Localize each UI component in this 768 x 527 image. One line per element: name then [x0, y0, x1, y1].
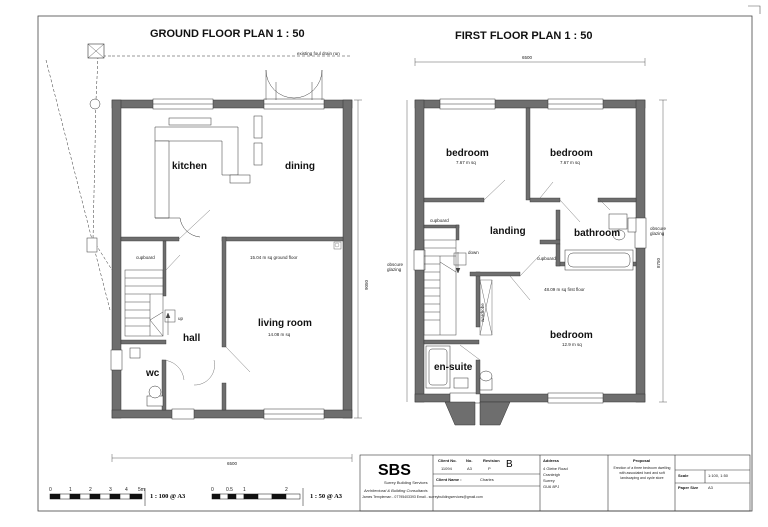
living-socket: [333, 241, 342, 250]
address-line-4: GU6 8PJ: [543, 484, 560, 489]
scale-label: Scale: [678, 473, 689, 478]
client-no-value: 11094: [441, 466, 452, 471]
ground-floor-windows: [110, 98, 325, 420]
company-logo: SBS: [378, 462, 411, 479]
wardrobe-unit: [479, 279, 493, 336]
no-value: A3: [467, 466, 472, 471]
scale-left-tick-4: 4: [125, 487, 128, 493]
room-label-bedroom-1: bedroom: [446, 148, 489, 159]
label-cupboard-mid: cupboard: [537, 256, 556, 261]
scale-left-tick-3: 3: [109, 487, 112, 493]
room-label-bedroom-3: bedroom: [550, 330, 593, 341]
label-cupboard-ground: cupboard: [136, 255, 155, 260]
proposal-label: Proposal: [633, 458, 651, 463]
paper-size-value: A3: [708, 485, 713, 490]
room-label-bathroom: bathroom: [574, 228, 621, 239]
scale-left-tick-2: 2: [89, 487, 92, 493]
bathroom-fittings: [564, 213, 637, 271]
ensuite-fittings: [425, 345, 493, 391]
ground-internal-walls: [120, 236, 344, 411]
company-subtitle: Architectural & Building Consultants: [364, 488, 428, 493]
address-line-2: Cranleigh: [543, 472, 561, 477]
corner-mark: [748, 5, 761, 14]
drain-run: [45, 55, 352, 311]
room-label-hall: hall: [183, 333, 201, 344]
patio-doors: [265, 69, 323, 100]
scalebar-right: [211, 488, 304, 506]
paper-size-label: Paper Size: [678, 485, 699, 490]
first-floor-area: 48.09 m sq first floor: [544, 287, 585, 292]
revision-label: Revision: [483, 458, 500, 463]
address-line-1: 4 Glebe Road: [543, 466, 568, 471]
first-stairs: [423, 239, 467, 336]
manhole-2: [86, 237, 98, 253]
label-wardrobe: wardrobe: [480, 303, 485, 322]
ground-dim-height: 9050: [364, 279, 369, 290]
first-floor-title: FIRST FLOOR PLAN 1 : 50: [455, 30, 593, 42]
ground-floor-area: 15.04 m sq ground floor: [250, 255, 298, 260]
scale-right-text: 1 : 50 @ A3: [310, 493, 343, 500]
scale-right-tick-2: 1: [243, 487, 246, 493]
revision-letter: B: [506, 459, 513, 470]
label-up: up: [178, 316, 184, 321]
company-name: Surrey Building Services: [384, 480, 428, 485]
gully-1: [89, 98, 101, 110]
proposal-text: Erection of a three bedroom dwelling wit…: [613, 466, 671, 480]
scale-value: 1:100, 1:50: [708, 473, 729, 478]
living-area: 14.08 m sq: [268, 332, 291, 337]
room-label-wc: wc: [146, 368, 160, 379]
address-label: Address: [543, 458, 560, 463]
ground-floor-title: GROUND FLOOR PLAN 1 : 50: [150, 28, 305, 40]
first-floor-windows: [413, 98, 647, 404]
first-dimensions: [406, 58, 667, 403]
room-label-bedroom-2: bedroom: [550, 148, 593, 159]
ground-floor-walls: [111, 99, 353, 419]
client-name-value: Charles: [480, 477, 494, 482]
room-label-living: living room: [258, 318, 312, 329]
title-block-frame: [359, 454, 751, 512]
drain-note: existing foul drain run: [297, 51, 340, 56]
company-contact: James Templeman - 07795403393 Email - su…: [362, 495, 483, 499]
bay-projection: [444, 401, 511, 426]
room-label-kitchen: kitchen: [172, 161, 208, 172]
bedroom-2-area: 7.67 m sq: [560, 160, 580, 165]
scale-left-tick-1: 1: [69, 487, 72, 493]
no-label: No.: [466, 458, 473, 463]
room-label-landing: landing: [490, 226, 526, 237]
revision-value: P: [488, 466, 491, 471]
ground-door-swings: [161, 209, 251, 386]
first-dim-side: 8750: [656, 257, 661, 268]
wc-fittings: [129, 347, 164, 407]
label-down: down: [468, 250, 479, 255]
ground-dim-width: 6500: [227, 461, 238, 466]
ground-dimensions: [111, 99, 362, 462]
scalebar-left: [49, 488, 146, 506]
client-no-label: Client No.: [438, 458, 457, 463]
scale-right-tick-0: 0: [211, 487, 214, 493]
label-obscure-right: obscure glazing: [650, 226, 667, 236]
scale-left-tick-5: 5m: [138, 487, 145, 493]
address-line-3: Surrey: [543, 478, 555, 483]
bedroom-3-area: 12.9 m sq: [562, 342, 582, 347]
scale-right-tick-3: 2: [285, 487, 288, 493]
label-cupboard-first: cupboard: [430, 218, 449, 223]
first-dim-top: 6500: [522, 55, 533, 60]
scale-right-tick-1: 0.5: [226, 487, 233, 493]
room-label-ensuite: en-suite: [434, 362, 473, 373]
client-name-label: Client Name :: [436, 477, 462, 482]
scale-left-tick-0: 0: [49, 487, 52, 493]
first-door-swings: [459, 179, 611, 361]
label-obscure-left: obscure glazing: [387, 262, 404, 272]
bedroom-1-area: 7.67 m sq: [456, 160, 476, 165]
scale-left-text: 1 : 100 @ A3: [150, 493, 186, 500]
kitchen-units: [154, 115, 263, 238]
ground-stairs: [124, 269, 176, 337]
room-label-dining: dining: [285, 161, 315, 172]
